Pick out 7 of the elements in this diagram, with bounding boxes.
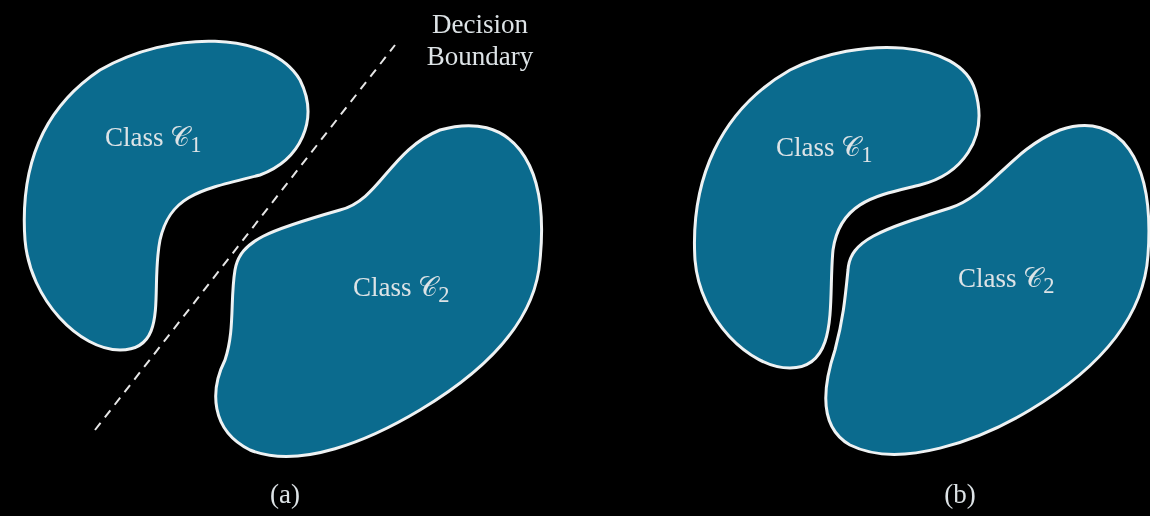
boundary-label: Decision Boundary [425,8,535,73]
panel-label: (b) [943,478,977,511]
class-label: Class 𝒞$_{2}$ [958,263,1055,300]
class-label: Class 𝒞$_{2}$ [353,272,450,309]
panel-label: (a) [269,478,301,511]
class-label: Class 𝒞$_{1}$ [776,132,873,169]
class-label: Class 𝒞$_{1}$ [105,122,202,159]
